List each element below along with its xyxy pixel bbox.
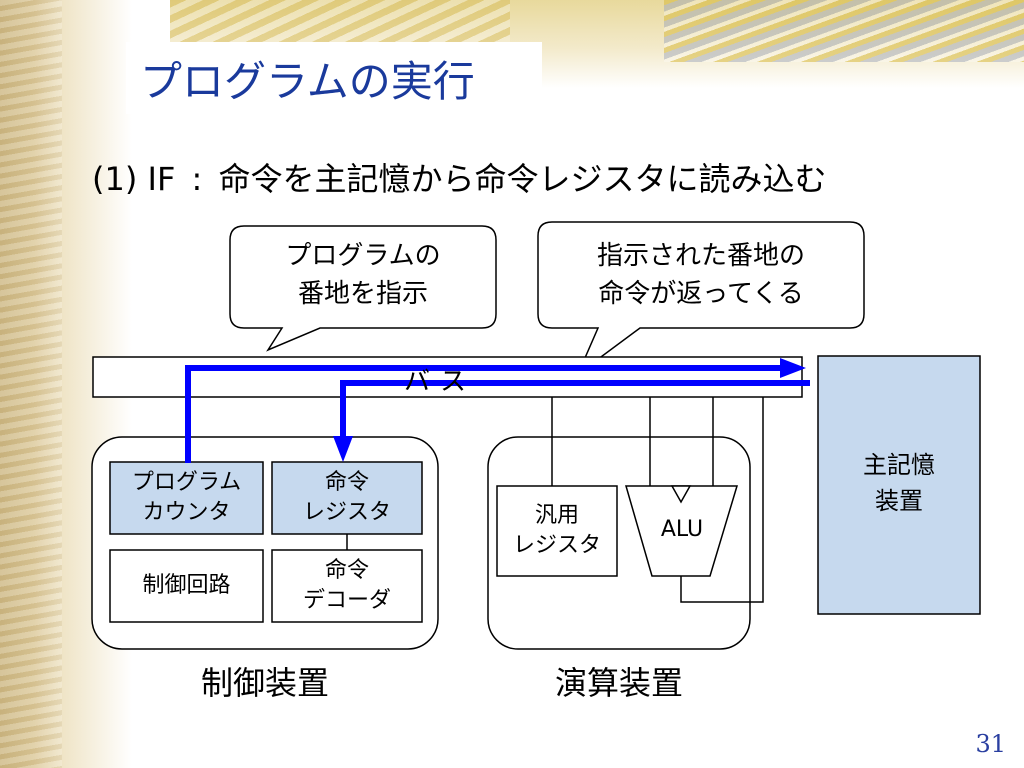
address-flow-arrow (185, 365, 788, 463)
instruction-decoder-text: 命令 デコーダ (272, 550, 422, 622)
background-texture-strip (0, 0, 62, 768)
subtitle-text: 命令を主記憶から命令レジスタに読み込む (218, 160, 827, 198)
main-memory-line-1: 主記憶 (863, 451, 935, 479)
subtitle-separator: : (191, 160, 203, 198)
instruction-decoder-box (271, 549, 423, 623)
address-flow-arrowhead (780, 358, 806, 378)
callout-left-line-2: 番地を指示 (297, 279, 428, 309)
instruction-decoder-line-1: 命令 (324, 558, 369, 583)
control-circuit-box (109, 549, 264, 623)
instruction-register-box (271, 461, 423, 535)
alu-input-notch (670, 485, 692, 504)
instruction-register-line-2: レジスタ (302, 500, 391, 525)
page-number: 31 (975, 730, 1006, 758)
control-circuit-text: 制御回路 (110, 550, 263, 622)
callout-right-line-2: 命令が返ってくる (598, 279, 804, 309)
instruction-decoder-line-2: デコーダ (302, 588, 391, 613)
callout-left-line-1: プログラムの (285, 241, 441, 271)
callout-right-text: 指示された番地の 命令が返ってくる (540, 237, 862, 313)
subtitle-step: (1) IF (92, 160, 176, 198)
callout-right-bubble (537, 221, 865, 377)
program-counter-line-1: プログラム (131, 470, 242, 495)
general-register-text: 汎用 レジスタ (497, 486, 617, 576)
control-unit-label: 制御装置 (200, 664, 329, 702)
general-register-line-2: レジスタ (512, 533, 601, 558)
program-counter-box (109, 461, 264, 535)
alu-output-feedback (680, 397, 764, 603)
slide-title: プログラムの実行 (140, 57, 475, 106)
control-circuit-label: 制御回路 (142, 573, 231, 598)
instruction-flow-arrowhead (333, 436, 353, 462)
instruction-register-line-1: 命令 (324, 470, 369, 495)
alu-shape (625, 485, 739, 577)
bus-bar (92, 356, 803, 398)
instruction-flow-arrow (340, 380, 810, 438)
general-register-line-1: 汎用 (534, 503, 579, 528)
main-memory-text: 主記憶 装置 (818, 446, 980, 520)
subtitle: (1) IF : 命令を主記憶から命令レジスタに読み込む (92, 154, 826, 200)
main-memory-line-2: 装置 (875, 487, 923, 515)
arithmetic-unit-label: 演算装置 (554, 664, 683, 702)
instruction-register-text: 命令 レジスタ (272, 462, 422, 534)
main-memory-box (817, 355, 981, 615)
program-counter-line-2: カウンタ (142, 500, 231, 525)
program-counter-text: プログラム カウンタ (110, 462, 263, 534)
alu-text: ALU (636, 512, 728, 548)
alu-label: ALU (660, 517, 704, 542)
callout-right-line-1: 指示された番地の (596, 241, 805, 271)
callout-left-bubble (229, 225, 497, 352)
general-register-box (496, 485, 618, 577)
title-box (126, 42, 542, 114)
bus-label: バス (404, 367, 477, 397)
callout-left-text: プログラムの 番地を指示 (232, 237, 494, 313)
